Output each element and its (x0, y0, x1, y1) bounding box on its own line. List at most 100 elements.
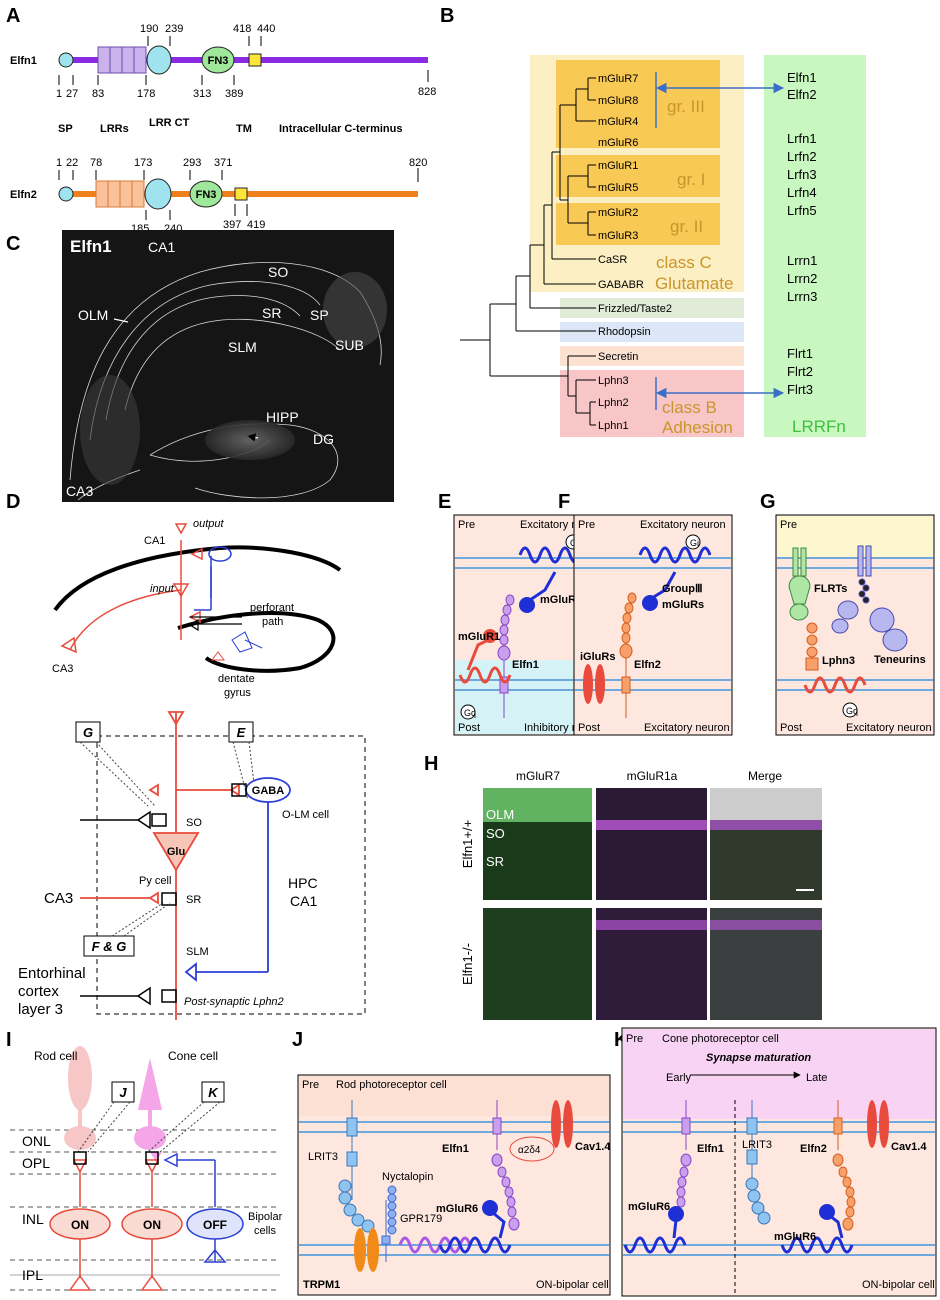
elfn2-signal-peptide (58, 186, 74, 202)
elfn1-pos-27: 27 (66, 88, 78, 100)
hippocampus-outline-schematic (53, 545, 342, 673)
hipp-arrow (247, 433, 259, 442)
olm-arrow (113, 318, 129, 323)
tip-mglur4: mGluR4 (598, 116, 638, 128)
lrrfn-flrt1: Flrt1 (787, 346, 813, 361)
tip-mglur3: mGluR3 (598, 230, 638, 242)
panel-d: D output (6, 491, 366, 1020)
domain-sp: SP (58, 123, 73, 135)
elfn1-pos-313: 313 (193, 88, 211, 100)
h-olm: OLM (486, 807, 514, 822)
g-flrt: FLRTs (814, 583, 847, 595)
gi-f (685, 534, 701, 550)
elfn1-fn3-domain (201, 46, 235, 74)
h-col-mglur1a: mGluR1a (627, 769, 678, 783)
mglur1-tm (458, 666, 512, 684)
lrrfn-lrfn3: Lrfn3 (787, 167, 817, 182)
svg-text:G: G (83, 725, 93, 740)
tip-mglur1: mGluR1 (598, 160, 638, 172)
panel-label-b: B (440, 5, 454, 27)
domain-legend: SP LRRs LRR CT TM Intracellular C-termin… (58, 117, 402, 135)
e-elfn1: Elfn1 (512, 659, 539, 671)
elfn1-pos-828: 828 (418, 86, 436, 98)
elfn1-protein-label: Elfn1 (10, 55, 37, 67)
i-onl: ONL (22, 1133, 51, 1149)
elfn2-pos-1: 1 (56, 157, 62, 169)
mglur6-j-head (482, 1200, 498, 1216)
elfn2-pos-78: 78 (90, 157, 102, 169)
teneurin-dimer (831, 545, 908, 652)
j-nyctalopin: Nyctalopin (382, 1171, 433, 1183)
panel-j: J (292, 1029, 611, 1296)
panel-label-f: F (558, 491, 570, 513)
mglur6-k2-head (819, 1204, 835, 1220)
i-pointer-lines (77, 1101, 221, 1153)
tree-tip-labels: mGluR7 mGluR8 mGluR4 mGluR6 mGluR1 mGluR… (598, 73, 672, 432)
trpm1-2 (367, 1228, 379, 1272)
d-output: output (193, 518, 225, 530)
panel-label-g: G (760, 491, 776, 513)
j-gpr179: GPR179 (400, 1213, 442, 1225)
elfn1-pos-440: 440 (257, 23, 275, 35)
elfn1-e (497, 594, 515, 718)
h-so: SO (486, 826, 505, 841)
lrrfn-lrrn1: Lrrn1 (787, 253, 817, 268)
k-lrit3: LRIT3 (742, 1139, 772, 1151)
mglur6-j-tm (438, 1236, 512, 1254)
cav14-k-2 (879, 1100, 889, 1148)
d-glu: Glu (167, 846, 185, 858)
j-lrit3: LRIT3 (308, 1151, 338, 1163)
iglur-1 (583, 664, 593, 704)
h-col-merge: Merge (748, 769, 782, 783)
elfn1-lrr-repeats (97, 46, 147, 74)
lrit3-j (338, 1100, 375, 1233)
nyctalopin (381, 1185, 397, 1262)
domain-lrrs: LRRs (100, 123, 129, 135)
dentate-hipp-schematic (211, 631, 263, 661)
elfn1-lrr-ct (146, 45, 172, 75)
cav14-j-1 (551, 1100, 561, 1148)
hpc-ca1-box (96, 735, 366, 1015)
lrrfn-flrt3: Flrt3 (787, 382, 813, 397)
rhodopsin-box (560, 322, 744, 342)
c-ca3: CA3 (66, 483, 93, 499)
k-pre: Pre (626, 1033, 643, 1045)
f-group3: GroupⅢ (662, 583, 703, 595)
domain-tm: TM (236, 123, 252, 135)
c-slm: SLM (228, 339, 257, 355)
elfn2-lrr-ct (144, 178, 172, 210)
d-gyrus: gyrus (224, 687, 251, 699)
d-ca1-top: CA1 (144, 535, 165, 547)
mglur1-head (483, 629, 497, 643)
iglur-2 (595, 664, 605, 704)
panel-k: K (614, 1027, 937, 1297)
mglur6-k1-tm (623, 1236, 687, 1254)
lrrfn-elfn1: Elfn1 (787, 70, 817, 85)
j-bottom: ON-bipolar cell (536, 1279, 609, 1291)
e-pre: Pre (458, 519, 475, 531)
elfn2-tm-domain (234, 187, 248, 201)
g-pre: Pre (780, 519, 797, 531)
ca1-pyramidal-schematic (60, 523, 203, 654)
panel-h: H mGluR7 mGluR1a Merge OLM SO SR Elfn1+/… (424, 753, 822, 1020)
svg-text:J: J (119, 1085, 127, 1100)
c-hipp: HIPP (266, 409, 299, 425)
tip-mglur7: mGluR7 (598, 73, 638, 85)
j-elfn1: Elfn1 (442, 1143, 469, 1155)
tip-lphn1: Lphn1 (598, 420, 629, 432)
elfn2-pos-419: 419 (247, 219, 265, 231)
d-slm: SLM (186, 946, 209, 958)
elfn2-lrr-repeats (95, 180, 145, 208)
cav14-k-1 (867, 1100, 877, 1148)
d-ca3: CA3 (44, 890, 73, 907)
elfn1-pos-83: 83 (92, 88, 104, 100)
group3-box (556, 60, 720, 148)
d-input: input (150, 583, 175, 595)
d-so: SO (186, 817, 202, 829)
rod-cell (64, 1046, 96, 1150)
d-py-cell: Py cell (139, 875, 171, 887)
elfn2-pos-820: 820 (409, 157, 427, 169)
c-dg: DG (313, 431, 334, 447)
h-row-elfn1-ko: Elfn1-/- (460, 943, 475, 985)
